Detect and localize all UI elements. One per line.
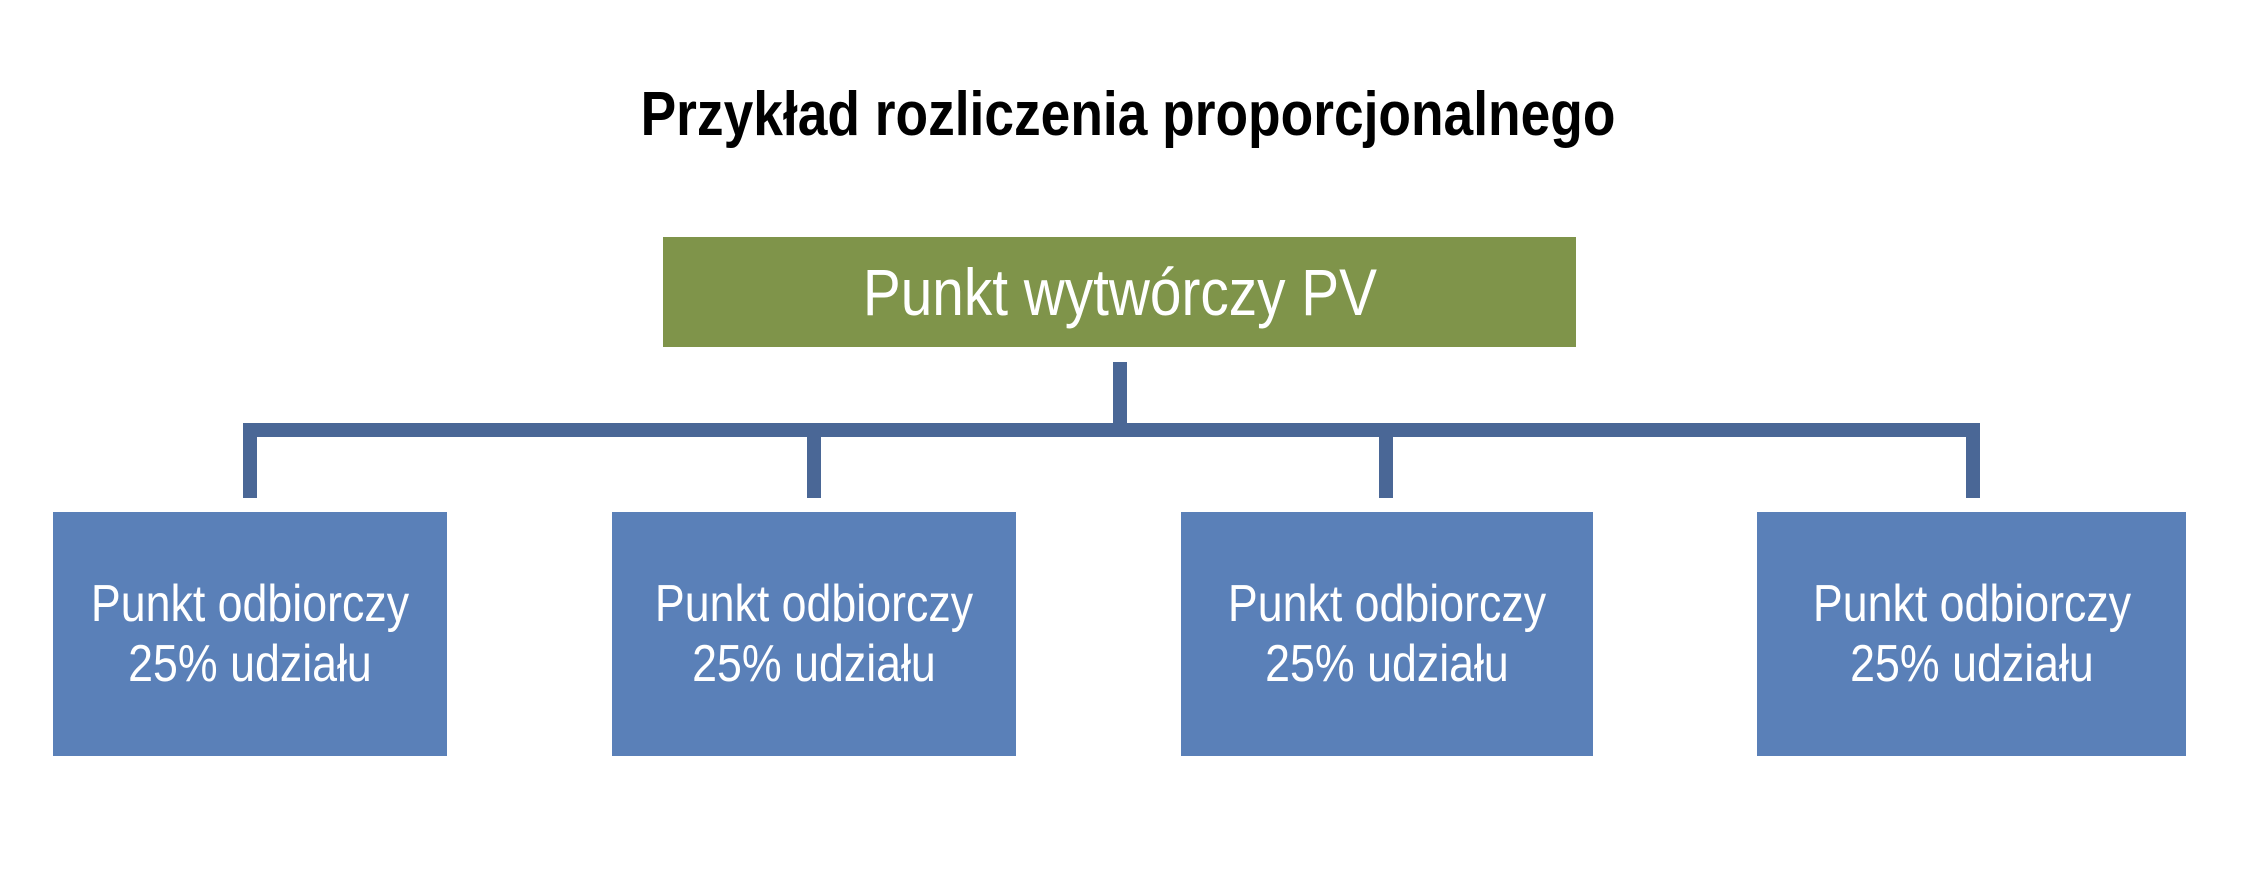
- child-node-title: Punkt odbiorczy: [1227, 575, 1547, 633]
- child-node-title: Punkt odbiorczy: [1812, 575, 2131, 633]
- child-node-4: Punkt odbiorczy 25% udziału: [1757, 512, 2186, 756]
- child-node-1: Punkt odbiorczy 25% udziału: [53, 512, 447, 756]
- child-node-3: Punkt odbiorczy 25% udziału: [1181, 512, 1593, 756]
- root-node-label: Punkt wytwórczy PV: [862, 255, 1377, 329]
- child-node-share: 25% udziału: [1265, 635, 1509, 693]
- child-node-title: Punkt odbiorczy: [654, 575, 974, 633]
- child-node-title: Punkt odbiorczy: [90, 575, 410, 633]
- child-node-2: Punkt odbiorczy 25% udziału: [612, 512, 1016, 756]
- child-node-share: 25% udziału: [128, 635, 372, 693]
- root-node: Punkt wytwórczy PV: [663, 237, 1576, 347]
- child-node-share: 25% udziału: [692, 635, 936, 693]
- diagram-title: Przykład rozliczenia proporcjonalnego: [640, 80, 1616, 149]
- child-node-share: 25% udziału: [1849, 635, 2094, 693]
